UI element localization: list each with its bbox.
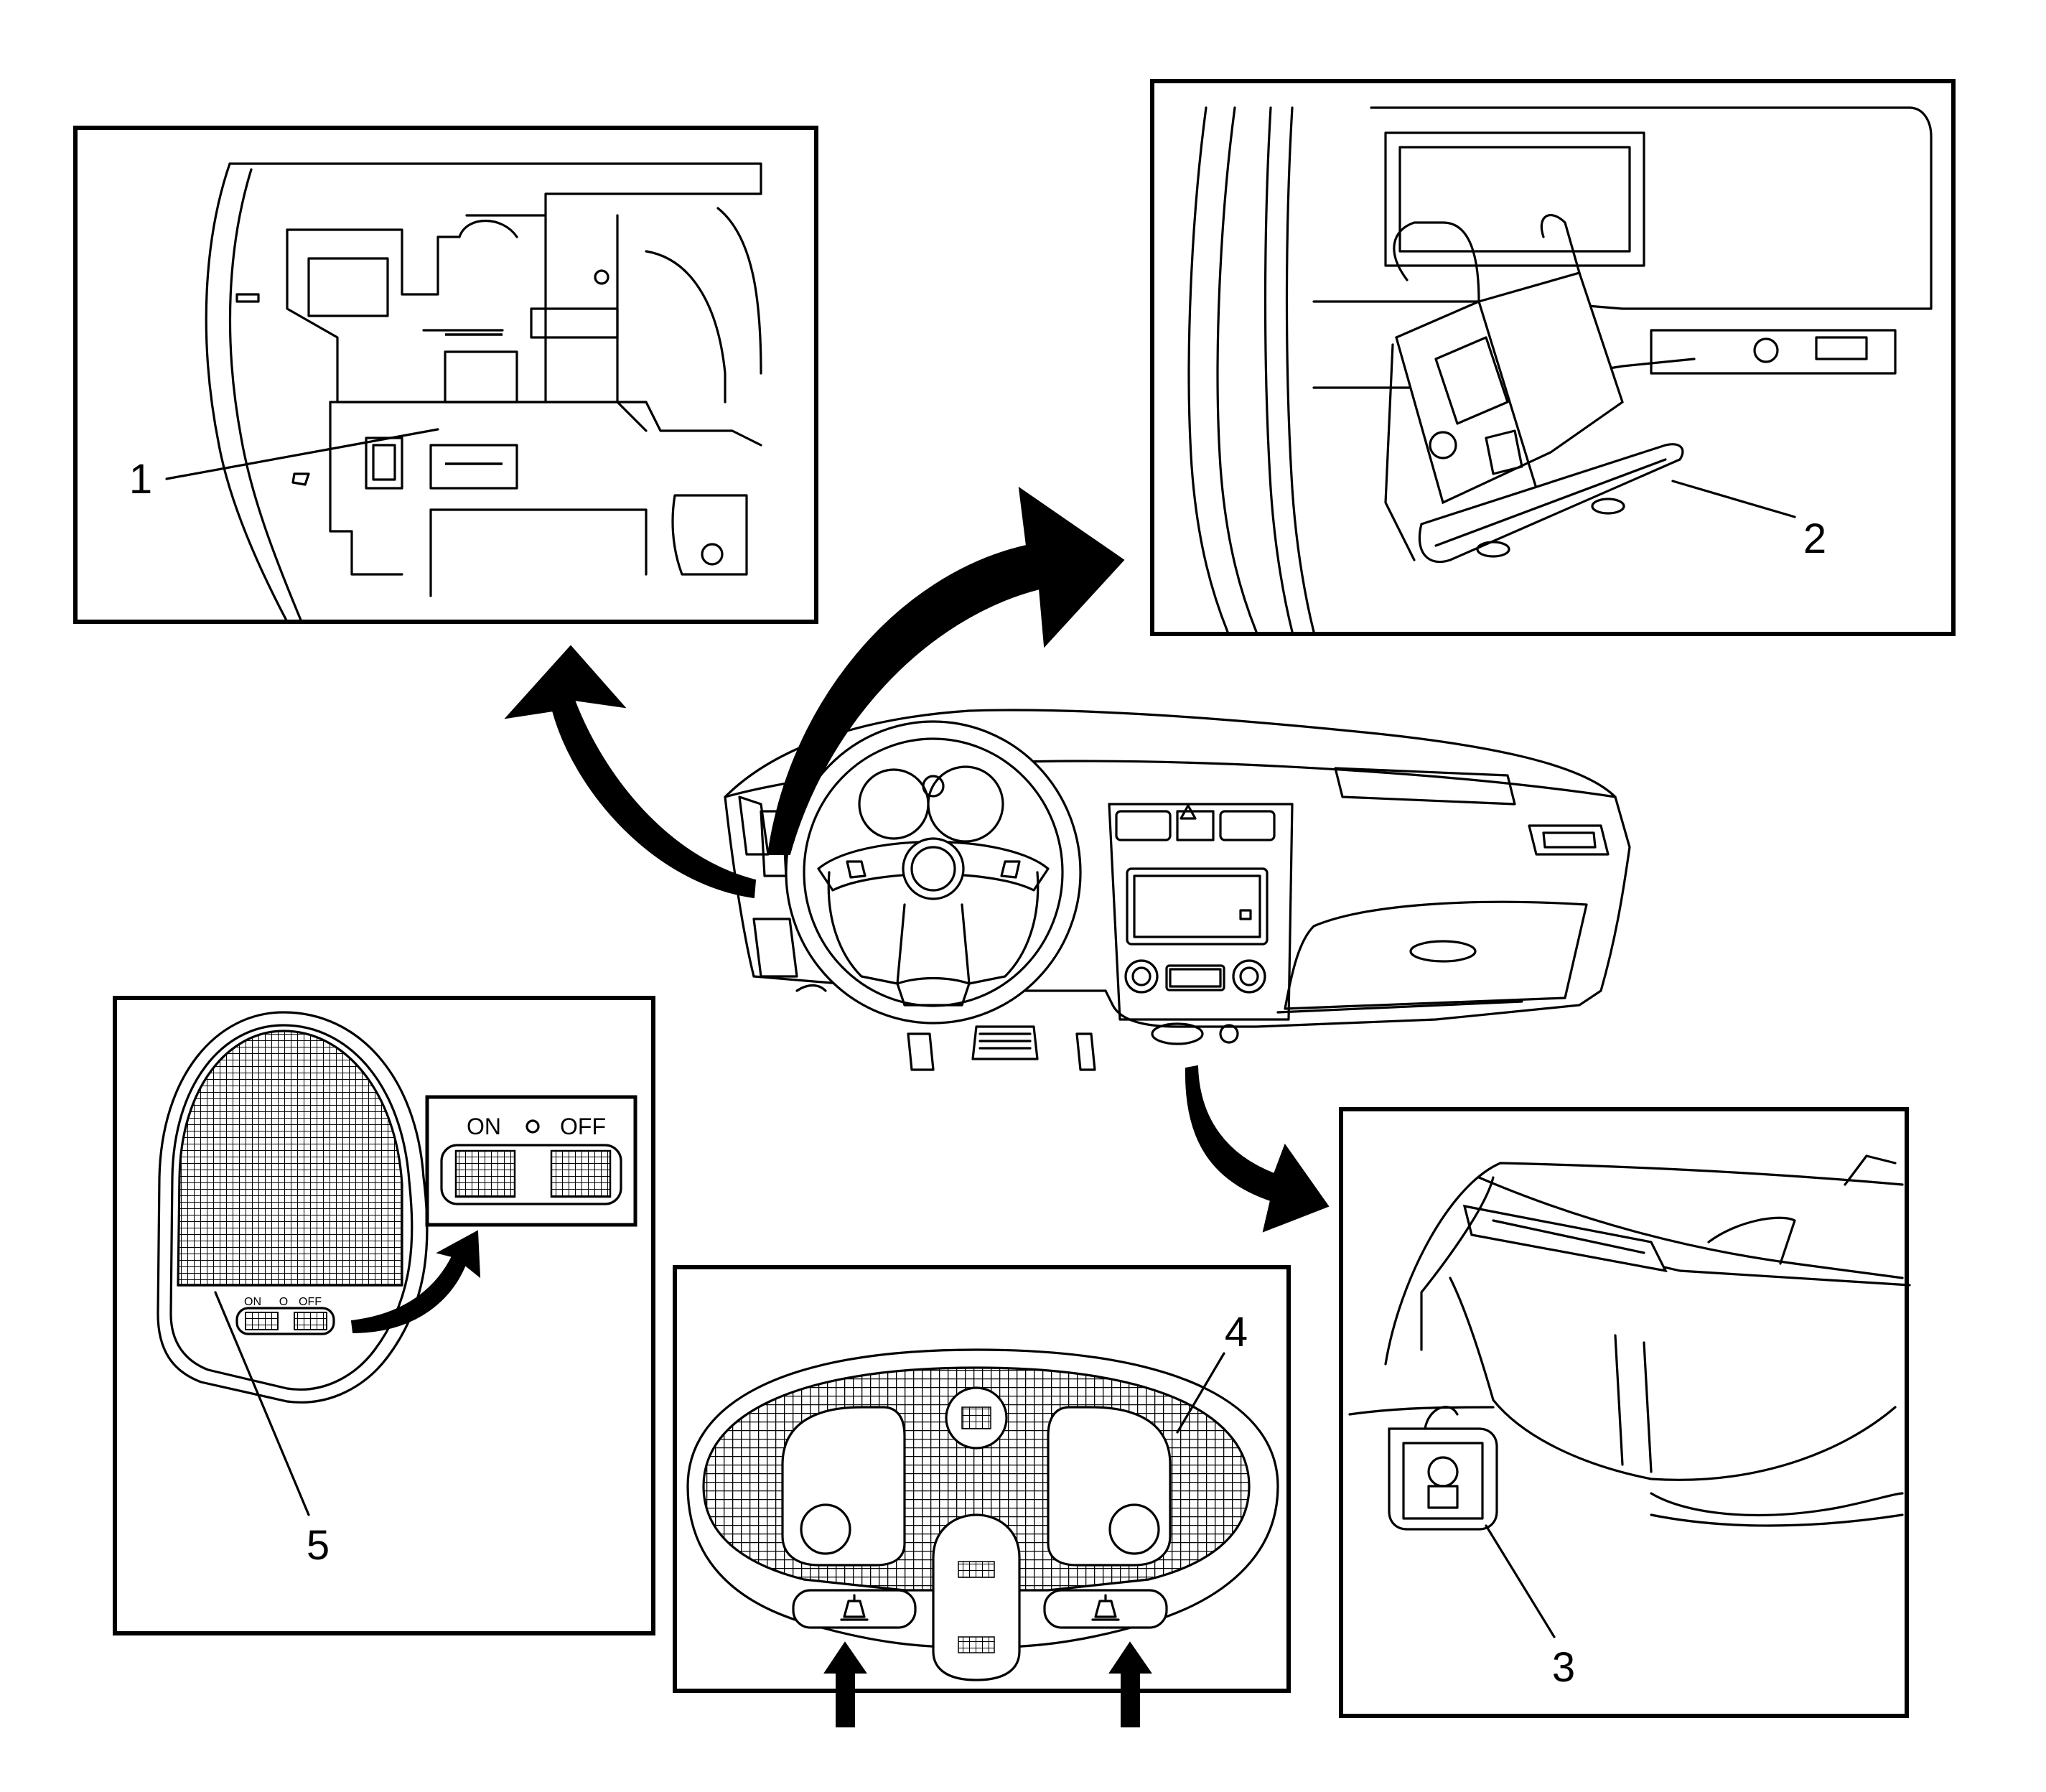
instrument-panel-overview — [724, 709, 1631, 1071]
arrow-to-underdash-lamp — [504, 645, 757, 899]
map-light-left — [781, 1406, 906, 1567]
switch-detail-arrow — [350, 1230, 481, 1334]
overhead-console-illustration — [686, 1348, 1279, 1727]
lamp-icon-right — [1091, 1594, 1120, 1621]
console-button-right[interactable] — [1043, 1589, 1168, 1629]
small-switch-off-label: OFF — [299, 1296, 322, 1308]
leader-line-2 — [1671, 480, 1796, 518]
arrow-to-glovebox-lamp — [767, 486, 1125, 855]
callout-2: 2 — [1803, 515, 1826, 562]
panel-dome-lamp: ON O OFF ON OFF 5 — [113, 996, 655, 1635]
callout-5: 5 — [307, 1522, 330, 1569]
panel-underdash-lamp: 1 — [73, 126, 818, 624]
leader-line-3 — [1485, 1524, 1556, 1638]
panel-glovebox-lamp: 2 — [1150, 79, 1956, 636]
switch-on-label: ON — [467, 1114, 501, 1139]
leader-line-4 — [1176, 1352, 1225, 1434]
panel-overhead-console: 4 — [673, 1265, 1291, 1727]
small-switch-on-label: ON — [244, 1296, 261, 1308]
leader-line-5 — [214, 1291, 310, 1516]
switch-detail-inset: ON OFF — [425, 1095, 637, 1227]
switch-off-label: OFF — [560, 1114, 606, 1139]
dome-lamp-illustration: ON O OFF — [157, 1011, 429, 1404]
small-switch-indicator: O — [279, 1296, 288, 1308]
press-arrow-left — [823, 1641, 867, 1727]
console-button-left[interactable] — [792, 1589, 917, 1629]
press-arrow-right — [1108, 1641, 1152, 1727]
callout-3: 3 — [1552, 1644, 1575, 1691]
arrow-to-courtesy-lamp — [1185, 1065, 1330, 1233]
lamp-icon-left — [840, 1594, 869, 1621]
glovebox-lamp-illustration — [1187, 106, 1933, 633]
console-center-lamp — [932, 1513, 1021, 1681]
callout-4: 4 — [1225, 1309, 1248, 1355]
panel-courtesy-lamp: 3 — [1339, 1107, 1911, 1718]
leader-line-1 — [165, 428, 439, 480]
callout-1: 1 — [129, 456, 152, 503]
switch-indicator-dot — [525, 1119, 540, 1134]
steering-wheel — [785, 720, 1082, 1025]
courtesy-lamp-body — [1388, 1427, 1498, 1531]
courtesy-lamp-illustration — [1348, 1154, 1911, 1531]
map-light-right — [1047, 1406, 1172, 1567]
